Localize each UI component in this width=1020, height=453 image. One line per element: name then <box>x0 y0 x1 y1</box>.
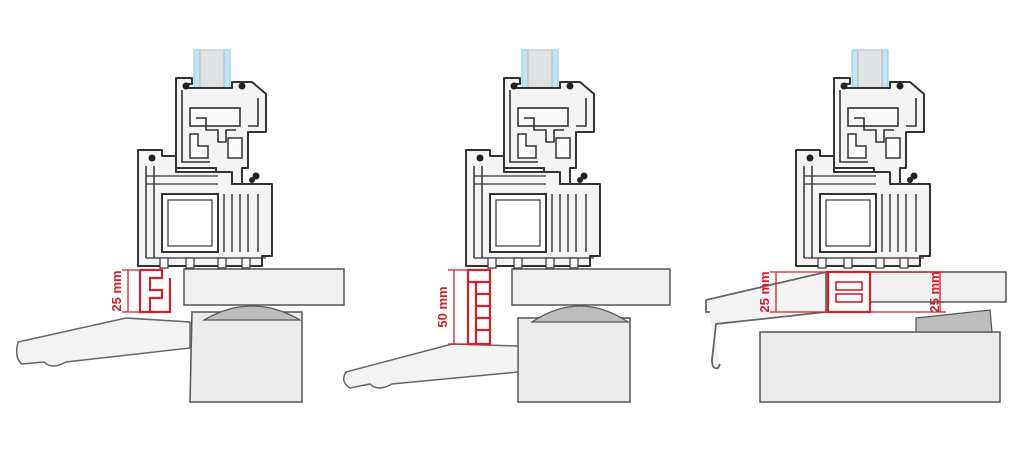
inner-sill-board <box>183 268 345 306</box>
dimension-label-right-left: 25 mm <box>757 271 772 312</box>
dimension-label-left: 25 mm <box>109 270 124 311</box>
wall-block <box>517 317 631 403</box>
diagram-left: 25 mm <box>15 49 345 403</box>
outer-window-sill <box>15 317 191 367</box>
wall-block <box>189 311 303 403</box>
dimension-label-middle: 50 mm <box>435 286 450 327</box>
foam-seal <box>530 305 630 323</box>
dimension-line-right-right <box>870 271 946 313</box>
dimension-label-right-right: 25 mm <box>927 271 942 312</box>
dimension-line-left <box>122 269 140 313</box>
window-profile-left <box>137 49 273 269</box>
dimension-line-middle <box>448 269 468 345</box>
dimension-line-right-left <box>770 271 828 313</box>
outer-window-sill <box>343 343 519 389</box>
foam-seal <box>915 309 993 333</box>
sill-adaptor-profile <box>466 268 492 346</box>
inner-sill-board <box>511 268 671 306</box>
window-profile-middle <box>465 49 601 269</box>
wall-block <box>759 331 1001 403</box>
window-profile-right <box>795 49 931 269</box>
sill-adaptor-profile <box>826 270 872 314</box>
sill-adaptor-profile <box>138 268 172 314</box>
foam-seal <box>201 305 303 321</box>
diagram-right: 25 mm 25 mm <box>705 49 1007 403</box>
diagram-middle: 50 mm <box>343 49 671 403</box>
outer-window-sill <box>705 270 827 370</box>
